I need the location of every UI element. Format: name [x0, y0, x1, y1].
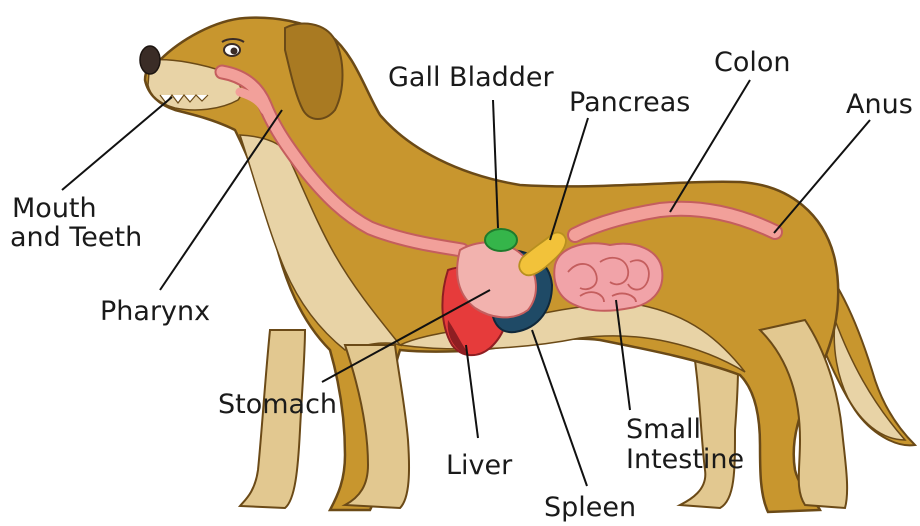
label-gall-bladder: Gall Bladder	[388, 62, 555, 93]
leader-anus	[774, 120, 870, 233]
label-mouth-line1: Mouth	[12, 193, 97, 224]
leader-liver	[466, 345, 478, 438]
gall-bladder	[485, 229, 517, 251]
label-anus: Anus	[846, 89, 913, 120]
label-liver: Liver	[446, 450, 513, 481]
small-intestine	[554, 243, 662, 311]
label-stomach: Stomach	[218, 389, 337, 420]
label-small-intestine-line2: Intestine	[626, 444, 744, 475]
leader-mouth	[62, 97, 172, 190]
label-small-intestine-line1: Small	[626, 414, 701, 445]
label-spleen: Spleen	[544, 492, 636, 523]
label-colon: Colon	[714, 47, 791, 78]
label-pharynx: Pharynx	[100, 296, 210, 327]
label-pancreas: Pancreas	[569, 87, 690, 118]
leader-spleen	[532, 330, 587, 486]
nose	[140, 46, 160, 74]
label-mouth-line2: and Teeth	[10, 222, 142, 253]
